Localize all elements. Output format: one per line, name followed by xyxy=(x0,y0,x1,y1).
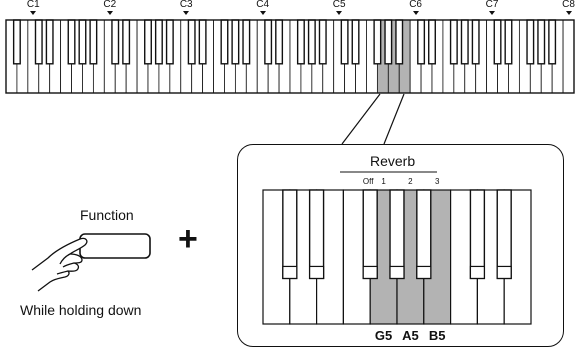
octave-marker-icon xyxy=(183,11,190,15)
octave-marker-icon xyxy=(259,11,266,15)
note-label: A5 xyxy=(402,328,419,343)
reverb-setting-label: Off xyxy=(362,177,374,186)
octave-label: C7 xyxy=(485,0,499,10)
zoom-black-key xyxy=(469,189,486,280)
hold-caption: While holding down xyxy=(20,302,142,318)
octave-marker-icon xyxy=(30,11,37,15)
plus-sign: + xyxy=(178,220,198,258)
octave-label: C6 xyxy=(409,0,423,10)
function-button[interactable] xyxy=(28,230,154,292)
reverb-setting-label: 3 xyxy=(434,177,440,186)
octave-marker-icon xyxy=(565,11,572,15)
zoom-black-key xyxy=(416,189,432,280)
note-label: B5 xyxy=(428,328,446,343)
zoom-black-key xyxy=(362,189,378,280)
zoom-black-key xyxy=(282,189,298,280)
octave-marker-icon xyxy=(412,11,419,15)
octave-marker-icon xyxy=(106,11,113,15)
octave-label: C3 xyxy=(179,0,193,10)
octave-label: C2 xyxy=(103,0,117,10)
zoom-black-key xyxy=(389,189,405,280)
octave-label: C5 xyxy=(332,0,346,10)
finger-press-icon xyxy=(31,237,88,292)
reverb-setting-label: 2 xyxy=(408,177,413,186)
octave-label: C8 xyxy=(562,0,575,10)
octave-marker-icon xyxy=(336,11,343,15)
zoom-black-key xyxy=(308,189,325,280)
octave-marker-icon xyxy=(489,11,496,15)
piano-keyboard xyxy=(5,19,575,94)
reverb-setting-label: 1 xyxy=(381,177,386,186)
zoom-black-key xyxy=(496,189,512,280)
note-label: G5 xyxy=(374,328,393,343)
octave-label: C4 xyxy=(256,0,270,10)
function-button-label: Function xyxy=(80,207,134,223)
reverb-panel xyxy=(237,144,564,347)
octave-label: C1 xyxy=(26,0,40,10)
reverb-title: Reverb xyxy=(370,153,416,169)
